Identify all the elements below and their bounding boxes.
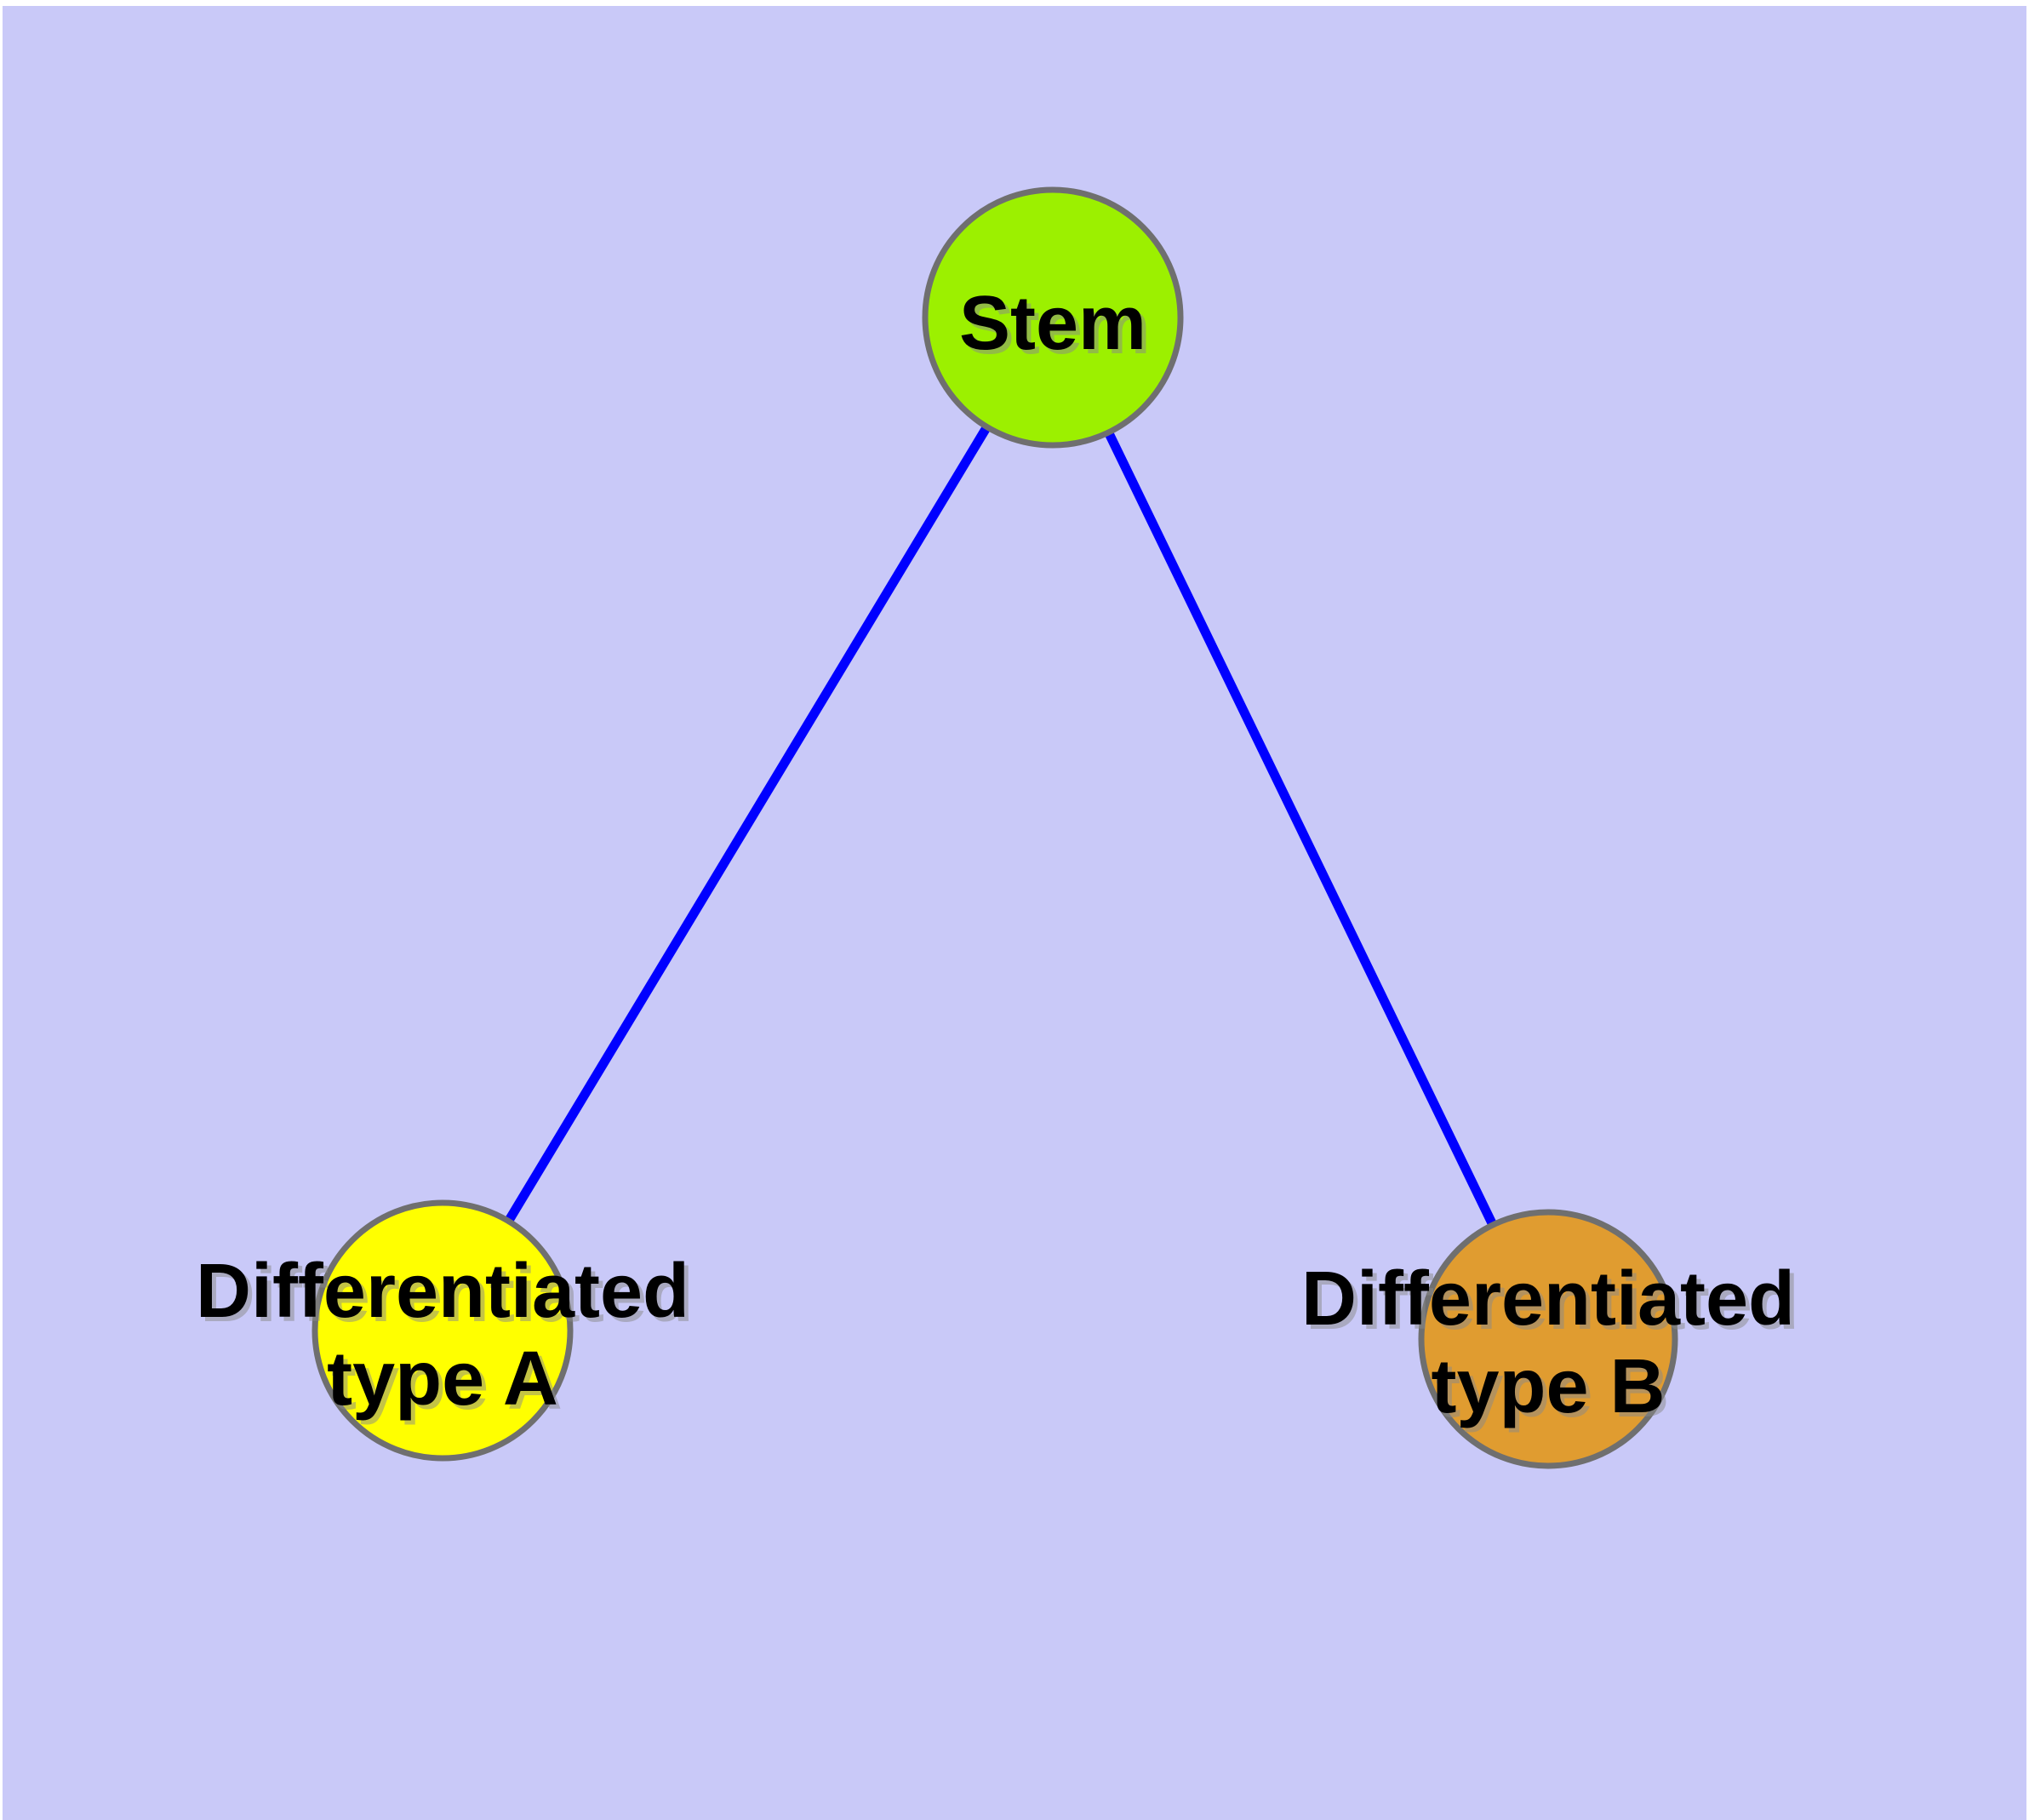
type-a-node-circle <box>311 1199 574 1462</box>
type-b-node-circle <box>1418 1209 1678 1469</box>
type-a-label-line1-shadow: Differentiated <box>200 1253 694 1338</box>
edge-stem-to-type-a <box>438 315 1057 1333</box>
node-differentiated-type-a: Differentiated type A Differentiated typ… <box>196 1199 694 1462</box>
node-differentiated-type-b: Differentiated type B Differentiated typ… <box>1301 1209 1799 1469</box>
stem-node-label: Stem <box>959 281 1146 366</box>
type-b-label-line1-shadow: Differentiated <box>1306 1261 1799 1346</box>
type-a-label-line2-shadow: type A <box>331 1341 563 1426</box>
edge-stem-to-type-b <box>1049 315 1552 1342</box>
edges <box>438 315 1552 1342</box>
type-b-label-line2-shadow: type B <box>1435 1348 1669 1434</box>
type-a-label-line1: Differentiated <box>196 1249 689 1334</box>
type-b-label-line1: Differentiated <box>1301 1256 1795 1342</box>
stem-node-label-shadow: Stem <box>963 285 1151 370</box>
stem-node-circle <box>922 186 1184 449</box>
node-stem: Stem Stem <box>922 186 1184 449</box>
type-b-label-line2: type B <box>1431 1344 1665 1429</box>
type-a-label-line2: type A <box>327 1336 558 1422</box>
